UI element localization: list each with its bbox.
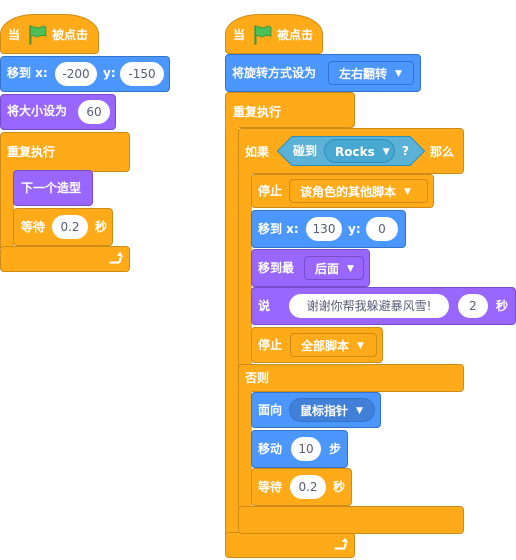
dropdown-arrow-icon: ▼ — [382, 147, 390, 157]
dropdown-arrow-icon: ▼ — [404, 187, 411, 197]
point-target-dropdown[interactable]: 鼠标指针 ▼ — [289, 398, 375, 422]
goto-y-label: y: — [103, 66, 116, 80]
goto-label: 移到 x: — [7, 66, 48, 80]
forever-arm — [0, 168, 14, 248]
wait-input-2[interactable]: 0.2 — [290, 475, 326, 499]
goto-y-input-2[interactable]: 0 — [366, 217, 398, 241]
stop-all-value: 全部脚本 — [301, 339, 350, 353]
say-label: 说 — [258, 299, 271, 313]
when-flag-clicked-block-2[interactable] — [225, 14, 323, 54]
stop-option-value: 该角色的其他脚本 — [300, 185, 397, 199]
point-target-value: 鼠标指针 — [300, 404, 349, 418]
if-label: 如果 — [245, 145, 270, 159]
stop-all-dropdown[interactable]: 全部脚本 ▼ — [290, 333, 377, 357]
next-costume-block[interactable] — [13, 170, 93, 206]
green-flag-icon — [26, 24, 48, 46]
else-label: 否则 — [245, 371, 270, 385]
loop-arrow-icon — [331, 536, 349, 554]
dropdown-arrow-icon: ▼ — [395, 69, 402, 79]
then-label: 那么 — [430, 145, 455, 159]
move-label: 移动 — [258, 442, 283, 456]
dropdown-arrow-icon: ▼ — [357, 341, 364, 351]
forever-label-2: 重复执行 — [233, 105, 282, 119]
goto-y-input[interactable]: -150 — [120, 62, 164, 86]
loop-arrow-icon — [106, 250, 124, 268]
else-block[interactable] — [238, 364, 464, 392]
forever-block[interactable] — [0, 132, 130, 172]
when-flag-clicked-block[interactable] — [0, 14, 99, 54]
dropdown-arrow-icon: ▼ — [347, 264, 354, 274]
move-unit: 步 — [329, 442, 342, 456]
layer-value: 后面 — [315, 262, 340, 276]
goto-x-input[interactable]: -200 — [55, 62, 97, 86]
if-else-block[interactable] — [238, 128, 464, 174]
wait-block[interactable] — [13, 208, 113, 246]
if-else-bottom[interactable] — [238, 506, 464, 534]
rotation-dropdown[interactable]: 左右翻转 ▼ — [328, 61, 414, 85]
touching-label: 碰到 — [293, 144, 318, 158]
forever-bottom-2[interactable] — [225, 532, 355, 558]
forever-bottom[interactable] — [0, 246, 130, 272]
touching-value: Rocks — [335, 145, 375, 159]
clicked-label: 被点击 — [52, 28, 89, 42]
stop-option-dropdown[interactable]: 该角色的其他脚本 ▼ — [289, 179, 428, 203]
dropdown-arrow-icon: ▼ — [356, 406, 363, 416]
stop-all-label: 停止 — [258, 338, 283, 352]
point-label: 面向 — [258, 403, 283, 417]
say-text-input[interactable]: 谢谢你帮我躲避暴风雪! — [289, 294, 449, 318]
goto-x-input-2[interactable]: 130 — [306, 217, 342, 241]
if-arm — [238, 172, 252, 368]
goto-label-2: 移到 x: — [258, 222, 299, 236]
set-size-label: 将大小设为 — [7, 104, 68, 118]
touching-question: ? — [402, 144, 409, 158]
rotation-value: 左右翻转 — [339, 67, 388, 81]
say-secs-input[interactable]: 2 — [458, 294, 488, 318]
goto-y-label-2: y: — [348, 222, 361, 236]
wait-unit-2: 秒 — [333, 480, 346, 494]
when-label: 当 — [8, 28, 21, 42]
layer-dropdown[interactable]: 后面 ▼ — [304, 256, 364, 280]
say-unit: 秒 — [496, 299, 509, 313]
move-steps-input[interactable]: 10 — [291, 437, 321, 461]
wait-input[interactable]: 0.2 — [52, 215, 88, 239]
wait-label: 等待 — [21, 220, 46, 234]
clicked-label-2: 被点击 — [277, 28, 314, 42]
goto-layer-label: 移到最 — [258, 261, 295, 275]
wait-label-2: 等待 — [258, 480, 283, 494]
when-label-2: 当 — [233, 28, 246, 42]
else-arm — [238, 390, 252, 508]
set-size-input[interactable]: 60 — [78, 100, 110, 124]
green-flag-icon — [251, 24, 273, 46]
forever-label: 重复执行 — [7, 145, 56, 159]
forever-arm-2 — [225, 126, 239, 536]
forever-block-2[interactable] — [225, 92, 355, 128]
wait-unit: 秒 — [95, 220, 108, 234]
set-rotation-label: 将旋转方式设为 — [232, 66, 317, 80]
next-costume-label: 下一个造型 — [21, 181, 82, 195]
stop-label: 停止 — [258, 184, 283, 198]
touching-dropdown[interactable]: Rocks ▼ — [324, 139, 395, 163]
